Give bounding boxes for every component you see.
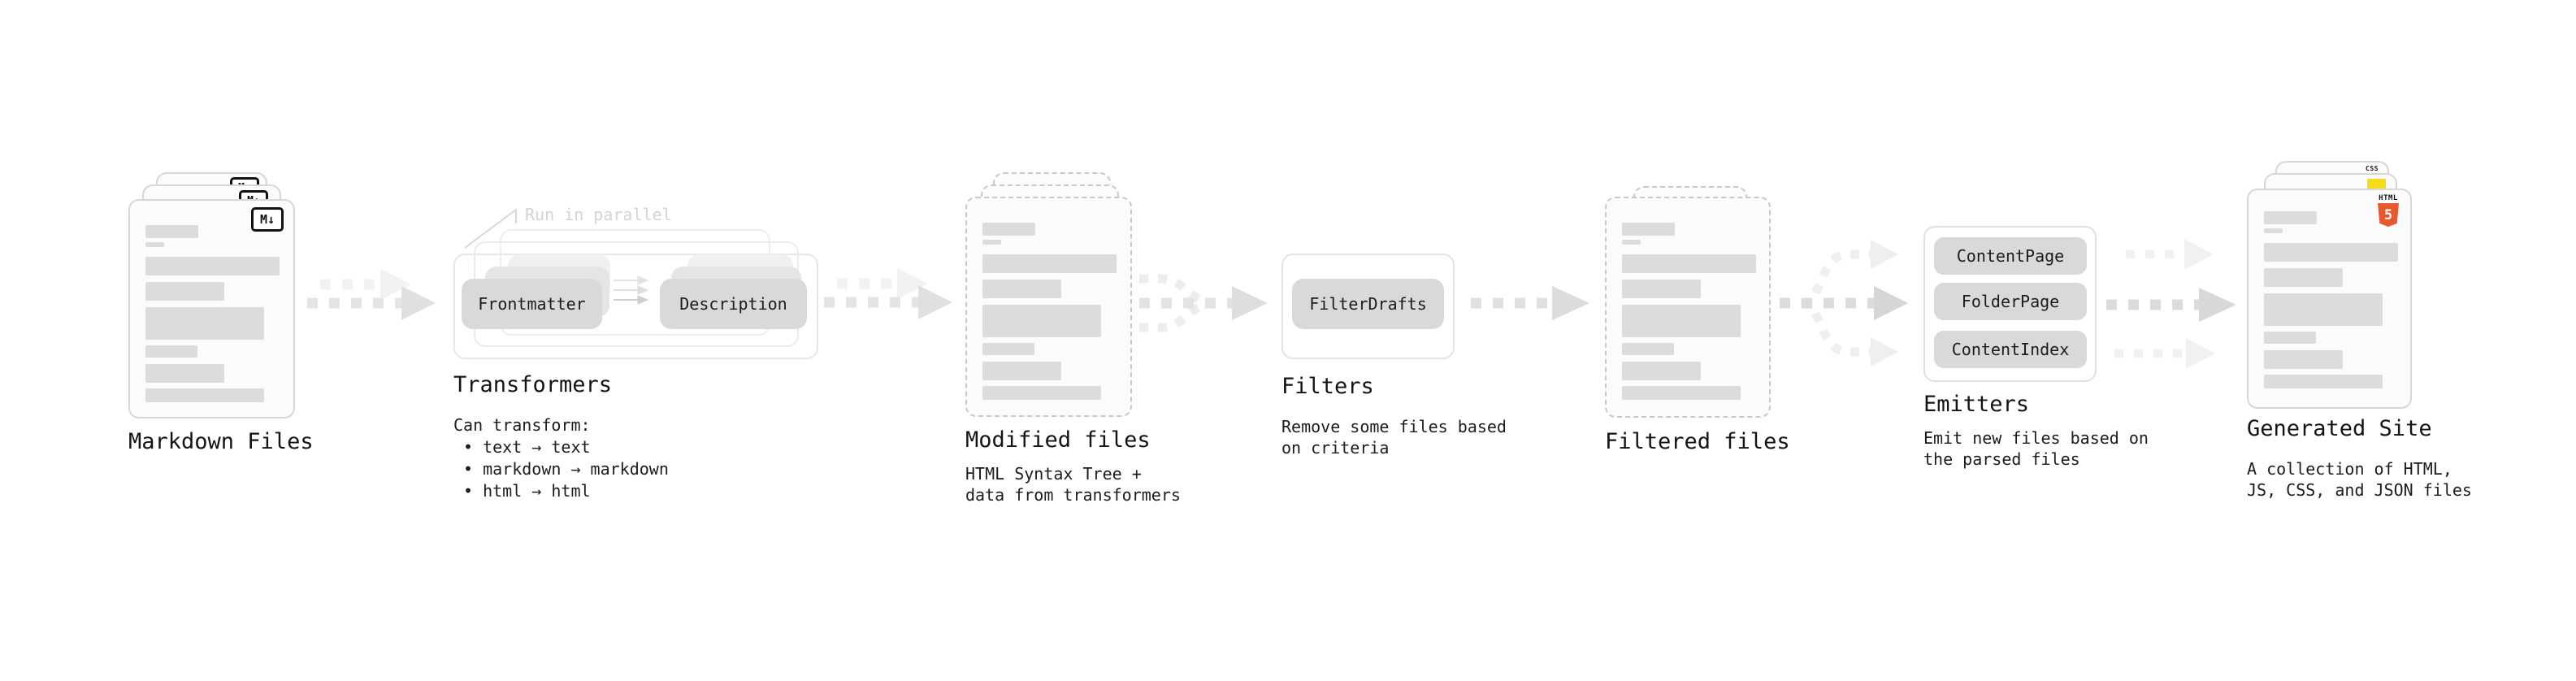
skeleton-line	[145, 242, 164, 247]
javascript-icon	[2367, 179, 2386, 189]
flow-arrow-filtered-to-emitters	[1780, 240, 1908, 367]
transformers-bullet: • text → text	[463, 437, 591, 457]
skeleton-line	[982, 254, 1117, 273]
skeleton-line	[2264, 211, 2317, 224]
skeleton-text	[2264, 211, 2398, 388]
transformers-bullet: • markdown → markdown	[463, 459, 669, 479]
emitters-label: Emitters	[1923, 392, 2030, 417]
transformer-chip-description: Description	[660, 279, 807, 329]
skeleton-line	[145, 364, 224, 383]
markdown-files-label: Markdown Files	[128, 429, 314, 454]
emitter-chip-contentindex: ContentIndex	[1934, 331, 2087, 368]
modified-files-description: HTML Syntax Tree + data from transformer…	[965, 464, 1181, 505]
emitter-chip-folderpage: FolderPage	[1934, 283, 2087, 320]
flow-arrow-filters-to-filtered	[1471, 286, 1589, 320]
generated-site-description: A collection of HTML, JS, CSS, and JSON …	[2247, 459, 2472, 500]
filters-label: Filters	[1281, 374, 1374, 399]
modified-files-label: Modified files	[965, 427, 1151, 453]
chip-link-arrows	[614, 275, 649, 305]
markdown-file-card-front: M↓	[128, 199, 295, 419]
skeleton-line	[1622, 305, 1741, 337]
skeleton-line	[2264, 268, 2343, 287]
skeleton-line	[982, 386, 1101, 400]
skeleton-line	[145, 257, 280, 275]
skeleton-line	[145, 345, 197, 358]
skeleton-line	[145, 388, 264, 402]
filter-chip-filterdrafts: FilterDrafts	[1292, 279, 1444, 329]
skeleton-line	[2264, 243, 2398, 262]
skeleton-line	[982, 280, 1061, 298]
transformers-bullet: • html → html	[463, 481, 591, 501]
skeleton-line	[982, 240, 1001, 245]
skeleton-line	[1622, 240, 1641, 245]
flow-arrow-transformers-to-modified	[824, 268, 952, 319]
skeleton-line	[1622, 343, 1674, 355]
markdown-icon: M↓	[251, 207, 284, 232]
skeleton-line	[2264, 293, 2383, 326]
skeleton-line	[982, 362, 1061, 380]
skeleton-text	[1622, 223, 1756, 400]
skeleton-line	[145, 307, 264, 340]
skeleton-line	[1622, 280, 1701, 298]
skeleton-line	[982, 343, 1034, 355]
emitters-description: Emit new files based on the parsed files	[1923, 428, 2149, 469]
skeleton-line	[2264, 228, 2283, 233]
transformers-description: Can transform: • text → text • markdown …	[453, 414, 669, 502]
html5-icon: HTML 5	[2376, 194, 2400, 227]
generated-site-label: Generated Site	[2247, 416, 2432, 441]
flow-arrow-modified-to-filters	[1139, 274, 1268, 332]
flow-arrow-markdown-to-transformers	[307, 269, 436, 320]
skeleton-line	[2264, 375, 2383, 388]
emitter-chip-contentpage: ContentPage	[1934, 237, 2087, 275]
skeleton-line	[145, 225, 198, 238]
filters-description: Remove some files based on criteria	[1281, 417, 1507, 458]
run-in-parallel-note: Run in parallel	[525, 205, 672, 224]
skeleton-line	[1622, 223, 1675, 236]
skeleton-line	[1622, 254, 1756, 273]
note-leader-line	[464, 208, 517, 249]
parallel-frame-front	[453, 254, 818, 359]
skeleton-line	[145, 282, 224, 301]
skeleton-line	[2264, 332, 2316, 344]
skeleton-line	[2264, 350, 2343, 369]
skeleton-line	[982, 305, 1101, 337]
filtered-files-label: Filtered files	[1605, 429, 1790, 454]
flow-arrow-emitters-to-generated	[2106, 239, 2236, 369]
filtered-file-card-front	[1605, 197, 1771, 418]
skeleton-line	[1622, 362, 1701, 380]
skeleton-text	[982, 223, 1117, 400]
skeleton-line	[982, 223, 1035, 236]
transformers-label: Transformers	[453, 372, 613, 397]
generated-file-card-html: HTML 5	[2247, 189, 2412, 409]
transformer-chip-frontmatter: Frontmatter	[462, 279, 602, 329]
modified-file-card-front	[965, 197, 1132, 417]
skeleton-line	[1622, 386, 1741, 400]
skeleton-text	[145, 225, 280, 402]
transformers-desc-title: Can transform:	[453, 415, 591, 435]
